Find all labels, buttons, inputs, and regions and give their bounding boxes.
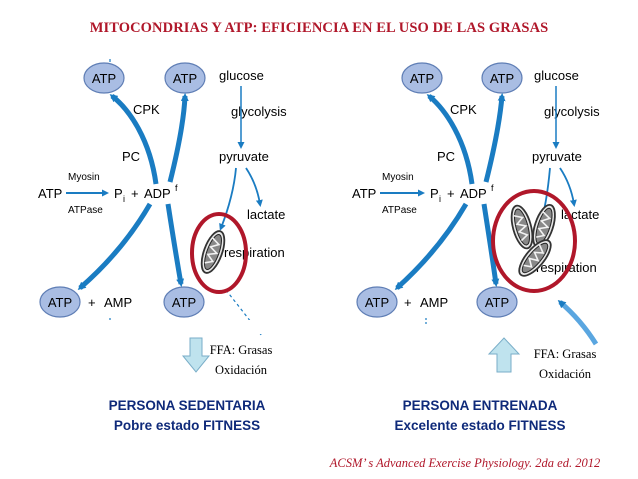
atp-bubble <box>356 286 398 318</box>
atp-substrate-label: ATP <box>38 186 62 201</box>
atp-label: ATP <box>92 71 116 86</box>
cpk-arrow <box>109 94 159 185</box>
pyruvate-label: pyruvate <box>532 149 582 164</box>
glucose-label: glucose <box>219 68 264 83</box>
myosin-label: Myosin <box>382 172 414 183</box>
plus-sign: + <box>447 186 455 201</box>
person-caption-right: PERSONA ENTRENADA Excelente estado FITNE… <box>362 396 598 436</box>
adp-label: ADP <box>460 186 487 201</box>
adp-atp-arrow <box>167 93 189 183</box>
adenylate-arrow <box>77 202 153 290</box>
atp-label: ATP <box>485 295 509 310</box>
pc-label: PC <box>122 149 140 164</box>
page-title: MITOCONDRIAS Y ATP: EFICIENCIA EN EL USO… <box>89 20 549 36</box>
respiration-label: respiration <box>536 260 597 275</box>
atpase-label: ATPase <box>382 205 417 216</box>
pi-label: P <box>430 186 439 201</box>
adp-subscript: f <box>491 183 494 193</box>
plus-sign: + <box>404 295 412 310</box>
ffa-line2: Oxidación <box>214 363 268 377</box>
ffa-input-arrow <box>557 300 599 346</box>
highlight-oval <box>190 212 248 294</box>
plus-sign: + <box>88 295 96 310</box>
mitochondrion-icon <box>506 202 538 252</box>
pyruvate-lactate-arrow <box>559 167 577 207</box>
atp-bubble <box>39 286 81 318</box>
pyruvate-lactate-arrow <box>245 167 263 207</box>
adenylate-arrow <box>394 202 469 291</box>
atp-substrate-label: ATP <box>352 186 376 201</box>
down-arrow-icon <box>181 337 211 373</box>
pyruvate-respiration-arrow <box>219 167 237 231</box>
atp-bubble <box>481 62 523 94</box>
pyruvate-label: pyruvate <box>219 149 269 164</box>
ffa-line1: FFA: Grasas <box>209 343 273 357</box>
myosin-label: Myosin <box>68 172 100 183</box>
pi-subscript: i <box>123 194 125 204</box>
left-panel: ATP ATP ATP ATP glucose CPK glycolysis P… <box>38 56 287 373</box>
lactate-label: lactate <box>247 207 285 222</box>
cpk-label: CPK <box>450 102 477 117</box>
atpase-label: ATPase <box>68 205 103 216</box>
atp-bubble <box>401 62 443 94</box>
glucose-label: glucose <box>534 68 579 83</box>
atp-bubble <box>163 286 205 318</box>
ffa-line2: Oxidación <box>538 367 592 381</box>
atp-label: ATP <box>48 295 72 310</box>
fitness-level: Pobre estado FITNESS <box>113 418 261 433</box>
adp-subscript: f <box>175 183 178 193</box>
person-type: PERSONA ENTRENADA <box>402 398 558 413</box>
right-panel: ATP ATP ATP ATP glucose CPK glycolysis P… <box>352 62 600 373</box>
glycolysis-label: glycolysis <box>231 104 287 119</box>
atp-bubble <box>83 62 125 94</box>
reference-citation: ACSM’ s Advanced Exercise Physiology. 2d… <box>329 456 601 470</box>
pi-label: P <box>114 186 123 201</box>
highlight-oval <box>491 189 577 293</box>
adp-respiration-arrow <box>481 203 500 287</box>
pc-label: PC <box>437 149 455 164</box>
adp-respiration-arrow <box>165 203 185 287</box>
plus-sign: + <box>131 186 139 201</box>
ffa-label-left: FFA: Grasas Oxidación <box>196 340 286 380</box>
adp-label: ADP <box>144 186 171 201</box>
respiration-label: respiration <box>224 245 285 260</box>
atp-label: ATP <box>365 295 389 310</box>
ffa-line1: FFA: Grasas <box>533 347 597 361</box>
pi-subscript: i <box>439 194 441 204</box>
fitness-level: Excelente estado FITNESS <box>394 418 566 433</box>
atp-bubble <box>476 286 518 318</box>
atp-label: ATP <box>410 71 434 86</box>
cpk-arrow <box>426 94 475 185</box>
person-type: PERSONA SEDENTARIA <box>108 398 266 413</box>
atp-label: ATP <box>172 295 196 310</box>
atp-label: ATP <box>173 71 197 86</box>
atp-label: ATP <box>490 71 514 86</box>
amp-label: AMP <box>420 295 448 310</box>
amp-label: AMP <box>104 295 132 310</box>
atp-bubble <box>164 62 206 94</box>
adp-atp-arrow <box>483 93 506 183</box>
cpk-label: CPK <box>133 102 160 117</box>
ffa-label-right: FFA: Grasas Oxidación <box>520 344 610 384</box>
person-caption-left: PERSONA SEDENTARIA Pobre estado FITNESS <box>72 396 302 436</box>
glycolysis-label: glycolysis <box>544 104 600 119</box>
up-arrow-icon <box>487 337 521 373</box>
